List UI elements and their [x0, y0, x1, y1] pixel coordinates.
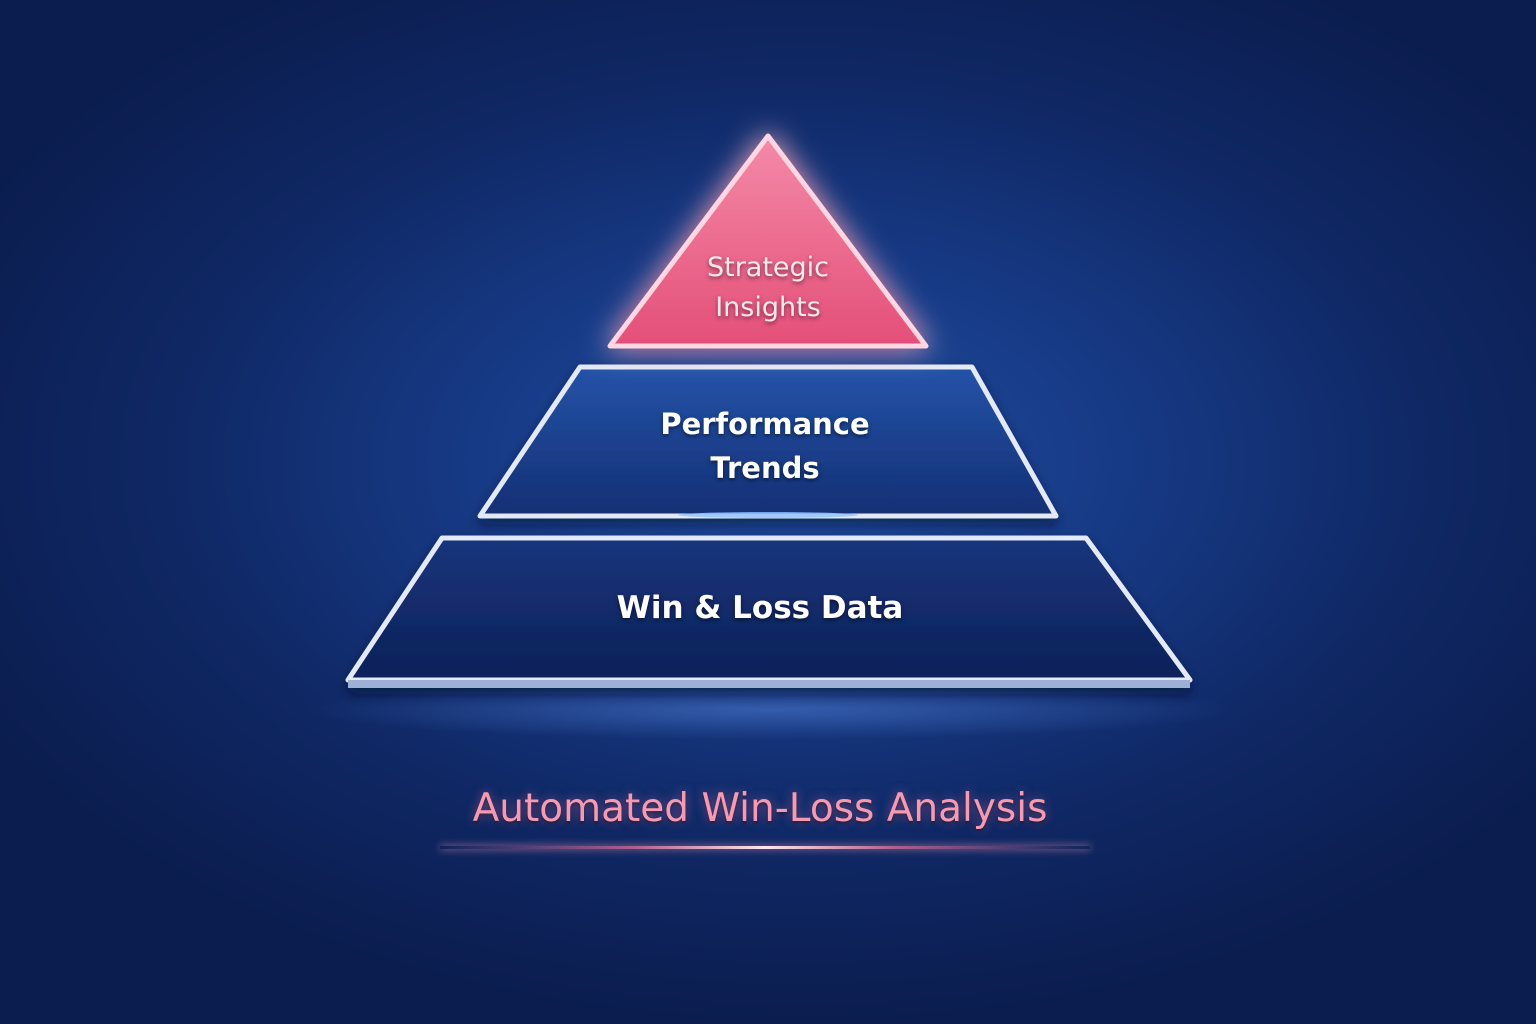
diagram-title: Automated Win-Loss Analysis — [472, 786, 1048, 831]
title-underline — [440, 846, 1090, 849]
tier-top-label-line1: Strategic — [706, 252, 830, 283]
tier-middle-label-line2: Trends — [710, 451, 820, 485]
tier-middle-label-line1: Performance — [660, 407, 870, 441]
tier-top — [607, 133, 929, 349]
tier-middle-label: Performance Trends — [580, 402, 950, 490]
tier-top-label: Strategic Insights — [660, 248, 876, 328]
tier-top-label-line2: Insights — [715, 292, 821, 323]
tier-middle — [477, 364, 1059, 519]
tier-bottom — [345, 535, 1193, 688]
tier-bottom-label: Win & Loss Data — [616, 590, 904, 626]
floor-glow — [300, 680, 1240, 740]
